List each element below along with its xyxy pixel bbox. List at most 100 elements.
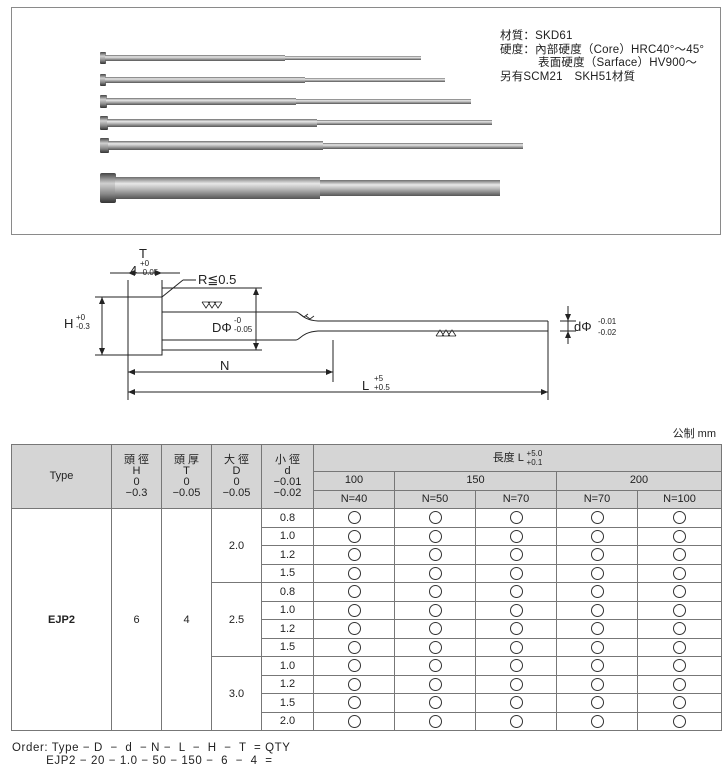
t-tol-bottom: -0.05 bbox=[140, 268, 159, 277]
material-specs: 材質：SKD61 硬度：內部硬度（Core）HRC40°～45° 表面硬度（Sa… bbox=[500, 30, 704, 84]
available-circle-icon bbox=[509, 566, 523, 580]
availability-cell bbox=[556, 563, 638, 583]
availability-cell bbox=[475, 619, 557, 639]
availability-cell bbox=[394, 674, 476, 694]
l-label: L bbox=[362, 378, 370, 393]
available-circle-icon bbox=[509, 585, 523, 599]
small-d-cell: 1.2 bbox=[261, 619, 314, 639]
pin-outline-drawing bbox=[95, 270, 576, 400]
available-circle-icon bbox=[509, 548, 523, 562]
available-circle-icon bbox=[590, 566, 604, 580]
t-value-cell: 4 bbox=[161, 508, 212, 731]
n-value-4: N=70 bbox=[556, 489, 638, 509]
available-circle-icon bbox=[673, 677, 686, 691]
unit-label: 公制 mm bbox=[672, 428, 716, 440]
small-d-tol-bottom: -0.02 bbox=[598, 328, 617, 337]
n-value-5: N=100 bbox=[637, 489, 722, 509]
type-header: Type bbox=[11, 444, 112, 509]
availability-cell bbox=[637, 693, 722, 713]
pin-1 bbox=[100, 52, 421, 64]
availability-cell bbox=[556, 693, 638, 713]
availability-cell bbox=[394, 637, 476, 657]
pin-5 bbox=[100, 138, 523, 153]
pin-lower-edge bbox=[162, 330, 548, 341]
length-100: 100 bbox=[313, 471, 395, 491]
available-circle-icon bbox=[590, 696, 604, 710]
availability-cell bbox=[394, 693, 476, 713]
availability-cell bbox=[475, 508, 557, 528]
small-d-label: dΦ bbox=[574, 319, 592, 334]
available-circle-icon bbox=[590, 603, 604, 617]
available-circle-icon bbox=[673, 622, 686, 636]
small-d-cell: 0.8 bbox=[261, 508, 314, 528]
hardness-core-text: 硬度：內部硬度（Core）HRC40°～45° bbox=[500, 43, 705, 56]
length-150: 150 bbox=[394, 471, 557, 491]
available-circle-icon bbox=[509, 511, 523, 525]
availability-cell bbox=[475, 656, 557, 676]
availability-cell bbox=[475, 526, 557, 546]
availability-cell bbox=[556, 637, 638, 657]
availability-cell bbox=[475, 545, 557, 565]
available-circle-icon bbox=[590, 622, 604, 636]
availability-cell bbox=[313, 582, 395, 602]
n-value-3: N=70 bbox=[475, 489, 557, 509]
availability-cell bbox=[637, 526, 722, 546]
t-label: T bbox=[139, 246, 147, 261]
availability-cell bbox=[475, 711, 557, 731]
small-d-cell: 2.0 bbox=[261, 711, 314, 731]
availability-cell bbox=[313, 656, 395, 676]
available-circle-icon bbox=[590, 659, 604, 673]
availability-cell bbox=[637, 582, 722, 602]
product-photo-panel: 材質：SKD61 硬度：內部硬度（Core）HRC40°～45° 表面硬度（Sa… bbox=[11, 7, 721, 235]
availability-cell bbox=[475, 563, 557, 583]
availability-cell bbox=[313, 711, 395, 731]
available-circle-icon bbox=[673, 566, 686, 580]
table-row: 1.2 bbox=[12, 674, 722, 694]
availability-cell bbox=[637, 545, 722, 565]
available-circle-icon bbox=[347, 659, 361, 673]
d-tol-bottom: -0.05 bbox=[234, 325, 253, 334]
availability-cell bbox=[556, 711, 638, 731]
availability-cell bbox=[394, 526, 476, 546]
radius-label: R≦0.5 bbox=[198, 272, 237, 287]
availability-cell bbox=[313, 637, 395, 657]
availability-cell bbox=[475, 582, 557, 602]
small-d-cell: 1.2 bbox=[261, 674, 314, 694]
available-circle-icon bbox=[347, 640, 361, 654]
h-value-cell: 6 bbox=[111, 508, 162, 731]
type-cell: EJP2 bbox=[11, 508, 112, 731]
n-value-1: N=40 bbox=[313, 489, 395, 509]
availability-cell bbox=[313, 508, 395, 528]
available-circle-icon bbox=[509, 529, 523, 543]
availability-cell bbox=[637, 674, 722, 694]
available-circle-icon bbox=[347, 566, 361, 580]
available-circle-icon bbox=[673, 659, 686, 673]
available-circle-icon bbox=[347, 548, 361, 562]
availability-cell bbox=[475, 674, 557, 694]
length-tol-top: +5.0 bbox=[526, 449, 543, 458]
availability-cell bbox=[637, 508, 722, 528]
table-row: 2.0 bbox=[12, 711, 722, 731]
availability-cell bbox=[313, 693, 395, 713]
available-circle-icon bbox=[509, 622, 523, 636]
length-tol-bottom: +0.1 bbox=[526, 458, 543, 467]
t-tol-top: +0 bbox=[140, 259, 150, 268]
ejector-pins-photo bbox=[100, 52, 523, 203]
small-d-cell: 1.2 bbox=[261, 545, 314, 565]
availability-cell bbox=[313, 619, 395, 639]
available-circle-icon bbox=[509, 659, 523, 673]
available-circle-icon bbox=[428, 603, 442, 617]
available-circle-icon bbox=[590, 677, 604, 691]
availability-cell bbox=[394, 545, 476, 565]
available-circle-icon bbox=[509, 640, 523, 654]
small-d-cell: 1.0 bbox=[261, 600, 314, 620]
availability-cell bbox=[313, 526, 395, 546]
available-circle-icon bbox=[673, 529, 686, 543]
availability-cell bbox=[637, 656, 722, 676]
pin-head-outline bbox=[127, 296, 163, 356]
availability-cell bbox=[556, 582, 638, 602]
